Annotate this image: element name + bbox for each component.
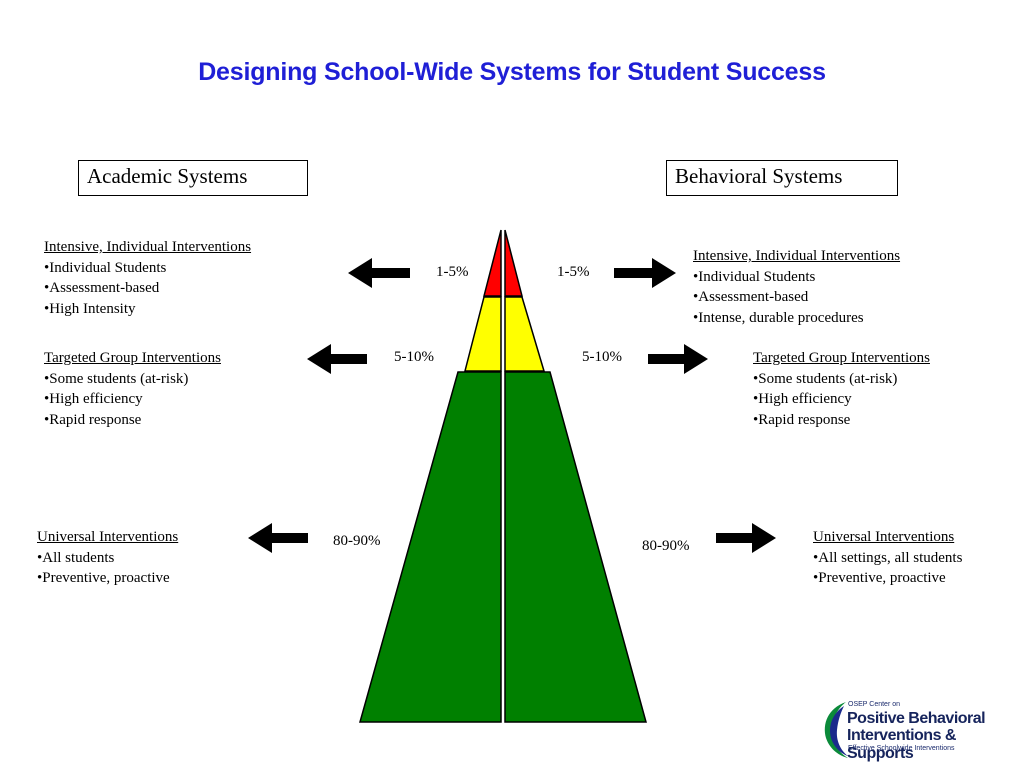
academic-intensive-block: Intensive, Individual Interventions •Ind…	[44, 237, 251, 319]
list-item: •Individual Students	[693, 268, 816, 285]
behavioral-percent-targeted: 5-10%	[582, 349, 622, 365]
list-item: •Assessment-based	[44, 280, 160, 296]
behavioral-universal-header: Universal Interventions	[813, 529, 955, 545]
academic-universal-header: Universal Interventions	[37, 529, 179, 545]
list-item: •High Intensity	[44, 300, 136, 317]
academic-targeted-block: Targeted Group Interventions •Some stude…	[44, 348, 221, 430]
behavioral-universal-block: Universal Interventions •All settings, a…	[813, 527, 962, 589]
pyramid-right-bottom	[504, 371, 647, 723]
academic-percent-intensive: 1-5%	[436, 264, 469, 280]
academic-systems-heading: Academic Systems	[78, 160, 308, 196]
behavioral-percent-intensive: 1-5%	[557, 264, 590, 280]
pyramid-right-middle	[504, 296, 546, 372]
pyramid-right-top	[504, 229, 523, 297]
list-item: •Intense, durable procedures	[693, 309, 864, 326]
academic-universal-block: Universal Interventions •All students •P…	[37, 527, 178, 589]
logo-tagline: Effective Schoolwide Interventions	[848, 745, 955, 752]
list-item: •All settings, all students	[813, 549, 963, 566]
list-item: •High efficiency	[753, 391, 852, 407]
arrow-right-icon	[716, 523, 776, 553]
behavioral-targeted-header: Targeted Group Interventions	[753, 350, 930, 366]
pbis-logo: OSEP Center on Positive Behavioral Inter…	[820, 698, 1020, 762]
list-item: •Individual Students	[44, 259, 167, 276]
swoosh-icon	[824, 702, 848, 758]
arrow-left-icon	[348, 258, 410, 288]
list-item: •All students	[37, 549, 115, 566]
logo-line1: Positive Behavioral	[847, 710, 986, 727]
list-item: •Preventive, proactive	[813, 570, 946, 586]
pyramid-left-top	[483, 229, 502, 297]
list-item: •Preventive, proactive	[37, 570, 170, 586]
behavioral-percent-universal: 80-90%	[642, 538, 690, 554]
page-title: Designing School-Wide Systems for Studen…	[198, 58, 826, 86]
list-item: •High efficiency	[44, 391, 143, 407]
arrow-left-icon	[248, 523, 308, 553]
behavioral-systems-heading: Behavioral Systems	[666, 160, 898, 196]
behavioral-intensive-block: Intensive, Individual Interventions •Ind…	[693, 246, 900, 328]
list-item: •Assessment-based	[693, 289, 809, 305]
academic-targeted-header: Targeted Group Interventions	[44, 350, 221, 366]
arrow-right-icon	[614, 258, 676, 288]
list-item: •Rapid response	[44, 411, 142, 428]
arrow-left-icon	[307, 344, 367, 374]
pyramid-left-bottom	[359, 371, 502, 723]
logo-small-text: OSEP Center on	[848, 701, 901, 708]
arrow-right-icon	[648, 344, 708, 374]
logo-line2: Interventions & Supports	[847, 727, 956, 762]
academic-percent-targeted: 5-10%	[394, 349, 434, 365]
behavioral-intensive-header: Intensive, Individual Interventions	[693, 248, 901, 264]
list-item: •Rapid response	[753, 411, 851, 428]
list-item: •Some students (at-risk)	[753, 370, 898, 387]
academic-percent-universal: 80-90%	[333, 533, 381, 549]
list-item: •Some students (at-risk)	[44, 370, 189, 387]
academic-intensive-header: Intensive, Individual Interventions	[44, 239, 252, 255]
pyramid-left-middle	[464, 296, 502, 372]
behavioral-targeted-block: Targeted Group Interventions •Some stude…	[753, 348, 930, 430]
